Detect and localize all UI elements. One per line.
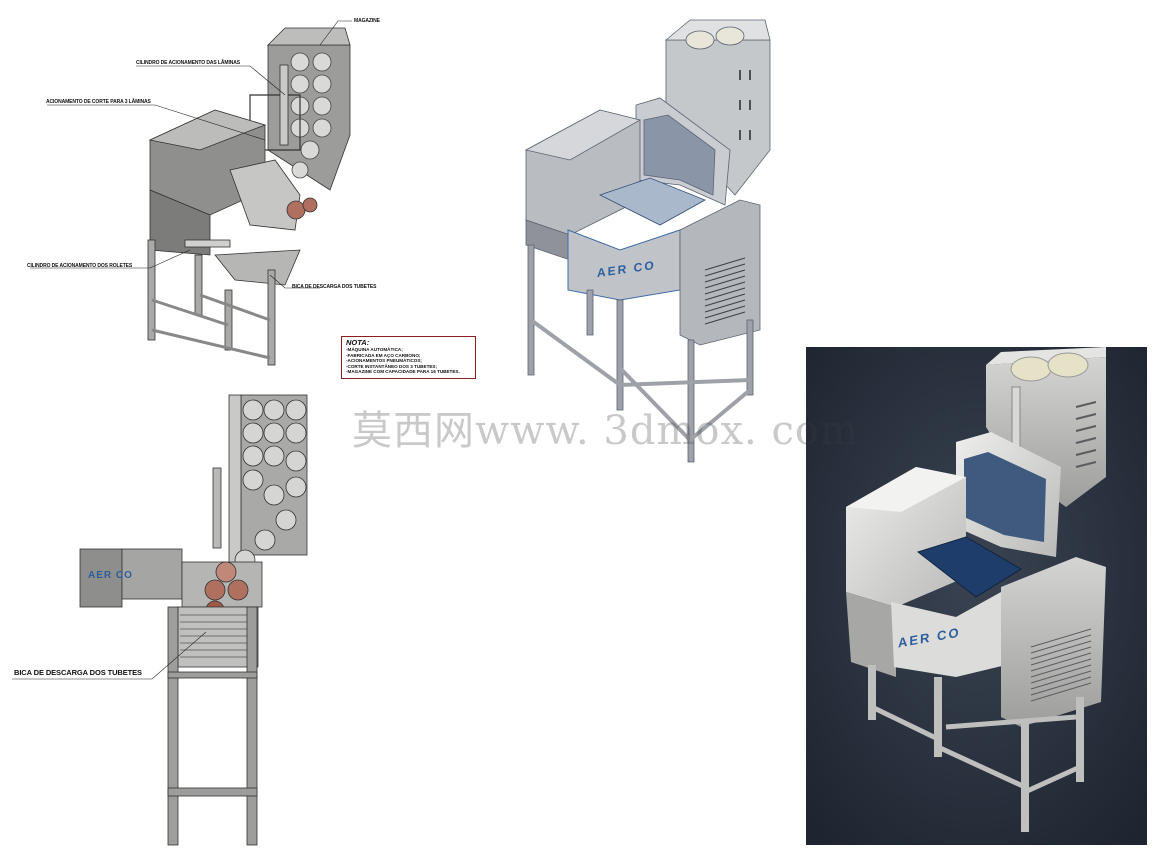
- callout-bica-descarga-top: BICA DE DESCARGA DOS TUBETES: [292, 284, 377, 290]
- note-line: -MÁQUINA AUTOMÁTICA;: [346, 347, 403, 352]
- watermark-text: 莫西网www. 3dmox. com: [352, 408, 859, 454]
- side-view-drawing: [12, 394, 308, 846]
- callout-bica-descarga-side: BICA DE DESCARGA DOS TUBETES: [14, 668, 142, 677]
- callout-acionamento-corte: ACIONAMENTO DE CORTE PARA 3 LÂMINAS: [46, 99, 151, 105]
- callout-cilindro-laminas: CILINDRO DE ACIONAMENTO DAS LÂMINAS: [136, 60, 241, 66]
- isometric-render-light: [524, 19, 771, 463]
- dark-render-panel: [806, 347, 1147, 845]
- note-title: NOTA:: [346, 338, 370, 347]
- callout-magazine: MAGAZINE: [354, 18, 380, 24]
- note-box: NOTA: -MÁQUINA AUTOMÁTICA; -FABRICADA EM…: [341, 336, 476, 379]
- note-line: -FABRICADA EM AÇO CARBONO;: [346, 352, 421, 358]
- note-line: -CORTE INSTANTÂNEO DOS 3 TUBETES;: [346, 363, 438, 369]
- note-line: -ACIONAMENTOS PNEUMÁTICOS;: [346, 358, 422, 364]
- isometric-drawing: [30, 20, 352, 366]
- brand-logo-side-view: AER CO: [88, 570, 133, 581]
- callout-cilindro-roletes: CILINDRO DE ACIONAMENTO DOS ROLETES: [27, 263, 133, 269]
- note-line: -MAGAZINE COM CAPACIDADE PARA 16 TUBETES…: [346, 369, 460, 375]
